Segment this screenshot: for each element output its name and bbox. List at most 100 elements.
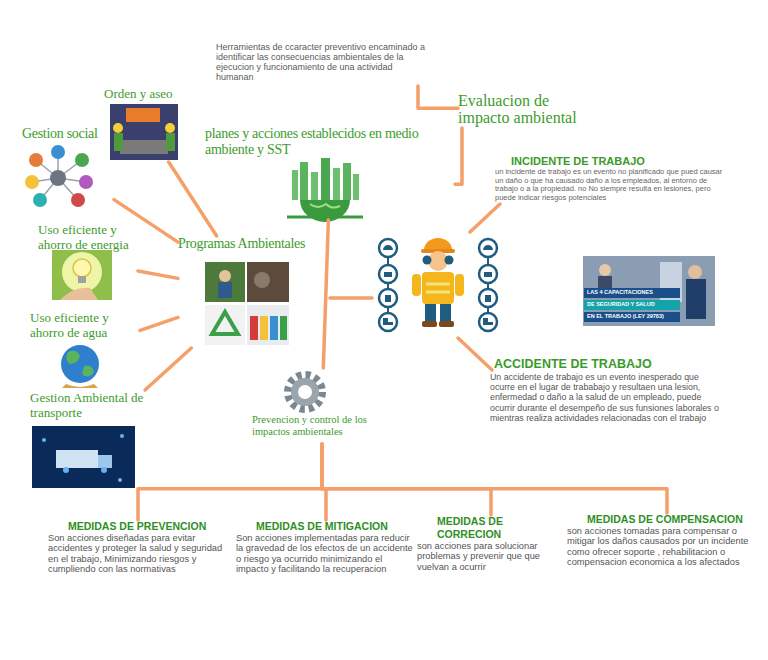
cleaning-image: [120, 140, 168, 154]
topic-node: Programas Ambientales: [178, 236, 328, 348]
banner-text: LAS 4 CAPACITACIONES: [584, 288, 653, 297]
worker-illustration: [423, 256, 432, 265]
recycling-images: [247, 305, 289, 345]
city-globe-image: [333, 168, 340, 200]
city-globe-image: [321, 158, 330, 200]
gear-icon: [291, 378, 319, 406]
worker-illustration: [483, 245, 493, 325]
transport-image: [63, 467, 69, 473]
recycling-images: [212, 312, 238, 334]
transport-image: [32, 426, 135, 488]
banner-text: EN EL TRABAJO (LEY 29783): [584, 312, 664, 321]
worker-illustration: [426, 284, 450, 292]
recycling-images: [218, 282, 232, 298]
globe-image: [61, 345, 99, 388]
social-icon: [29, 153, 43, 167]
bulb-image: [62, 252, 102, 292]
leader-line: [458, 338, 492, 370]
node-title: Uso eficiente y ahorro de agua: [30, 310, 140, 340]
recycling-images: [219, 270, 231, 282]
banner-photo: [584, 288, 680, 298]
city-globe-image: [300, 162, 308, 200]
topic-node: MEDIDAS DE COMPENSACIONson acciones toma…: [567, 513, 767, 583]
topic-node: Uso eficiente y ahorro de energia: [38, 222, 138, 302]
connector-line: [418, 86, 458, 108]
connector-line: [140, 317, 178, 330]
social-icon: [51, 145, 65, 159]
cleaning-image: [113, 123, 123, 133]
topic-node: Orden y aseo: [104, 86, 184, 162]
topic-node: MEDIDAS DE MITIGACIONSon acciones implem…: [236, 520, 416, 600]
gear-icon: [298, 385, 312, 399]
city-globe-image: [310, 204, 340, 208]
node-title: Herramientas de ccaracter preventivo enc…: [216, 42, 426, 82]
connector-line: [169, 162, 217, 236]
cleaning-image: [126, 108, 160, 122]
connector-line: [145, 348, 191, 390]
globe-image: [66, 351, 94, 377]
node-title: Evaluacion de impacto ambiental: [458, 92, 593, 126]
city-globe-image: [300, 200, 350, 222]
connector-line: [455, 128, 462, 184]
transport-image: [42, 438, 46, 442]
bulb-image: [52, 250, 112, 300]
connector-line: [322, 444, 667, 513]
node-description: son acciones tomadas para compensar o mi…: [567, 526, 767, 568]
banner-photo: [584, 312, 680, 322]
banner-photo: [583, 256, 715, 326]
node-title: ACCIDENTE DE TRABAJO: [490, 357, 722, 372]
recycling-images: [205, 262, 245, 302]
topic-node: planes y acciones establecidos en medio …: [205, 126, 455, 220]
leader-line: [330, 296, 372, 300]
node-title: MEDIDAS DE PREVENCION: [48, 520, 228, 533]
recycling-images: [254, 272, 270, 288]
cleaning-image: [110, 104, 178, 160]
banner-photo: [584, 300, 680, 310]
bulb-image: [52, 250, 112, 300]
city-globe-image: [311, 172, 318, 200]
social-icon: [75, 153, 89, 167]
globe-image: [62, 384, 98, 388]
topic-node: Gestion social: [22, 126, 114, 212]
city-globe-image: [287, 216, 363, 219]
topic-node: Evaluacion de impacto ambiental: [458, 92, 593, 128]
transport-image: [56, 450, 98, 468]
connector-line: [114, 200, 178, 243]
cleaning-image: [110, 104, 178, 160]
worker-illustration: [422, 272, 454, 304]
topic-node: INCIDENTE DE TRABAJOun incidente de trab…: [495, 155, 725, 221]
recycling-images: [205, 305, 245, 345]
topic-node: Uso eficiente y ahorro de agua: [30, 310, 140, 388]
topic-node: Prevencion y control de los impactos amb…: [252, 368, 392, 444]
node-title: Programas Ambientales: [178, 236, 328, 252]
globe-image: [61, 345, 99, 383]
city-globe-image: [292, 170, 298, 200]
node-description: Son acciones implementadas para reducir …: [236, 533, 416, 575]
node-title: MEDIDAS DE CORRECION: [417, 515, 565, 541]
node-description: un incidente de trabajo es un evento no …: [495, 168, 725, 202]
worker-illustration: [383, 245, 393, 325]
node-title: Gestion social: [22, 126, 114, 142]
gear-icon: [288, 375, 322, 409]
worker-illustration: [424, 238, 452, 250]
node-title: MEDIDAS DE MITIGACION: [236, 520, 416, 533]
worker-illustration: [379, 238, 497, 331]
cleaning-image: [166, 133, 175, 151]
node-title: Uso eficiente y ahorro de energia: [38, 222, 138, 252]
recycling-images: [280, 316, 287, 340]
recycling-images: [270, 316, 278, 340]
worker-illustration: [445, 256, 454, 265]
worker-illustration: [440, 304, 451, 322]
node-title: MEDIDAS DE COMPENSACION: [567, 513, 767, 526]
topic-node: MEDIDAS DE PREVENCIONSon acciones diseña…: [48, 520, 228, 596]
connector-line: [322, 444, 491, 515]
recycling-images: [260, 316, 268, 340]
node-description: Son acciones diseñadas para evitar accid…: [48, 533, 228, 575]
leader-line: [470, 204, 500, 232]
banner-photo: [598, 276, 612, 288]
node-title: INCIDENTE DE TRABAJO: [495, 155, 725, 168]
social-icon: [25, 175, 39, 189]
leader-line: [330, 204, 500, 370]
social-icon: [79, 175, 93, 189]
topic-node: Herramientas de ccaracter preventivo enc…: [216, 42, 426, 86]
